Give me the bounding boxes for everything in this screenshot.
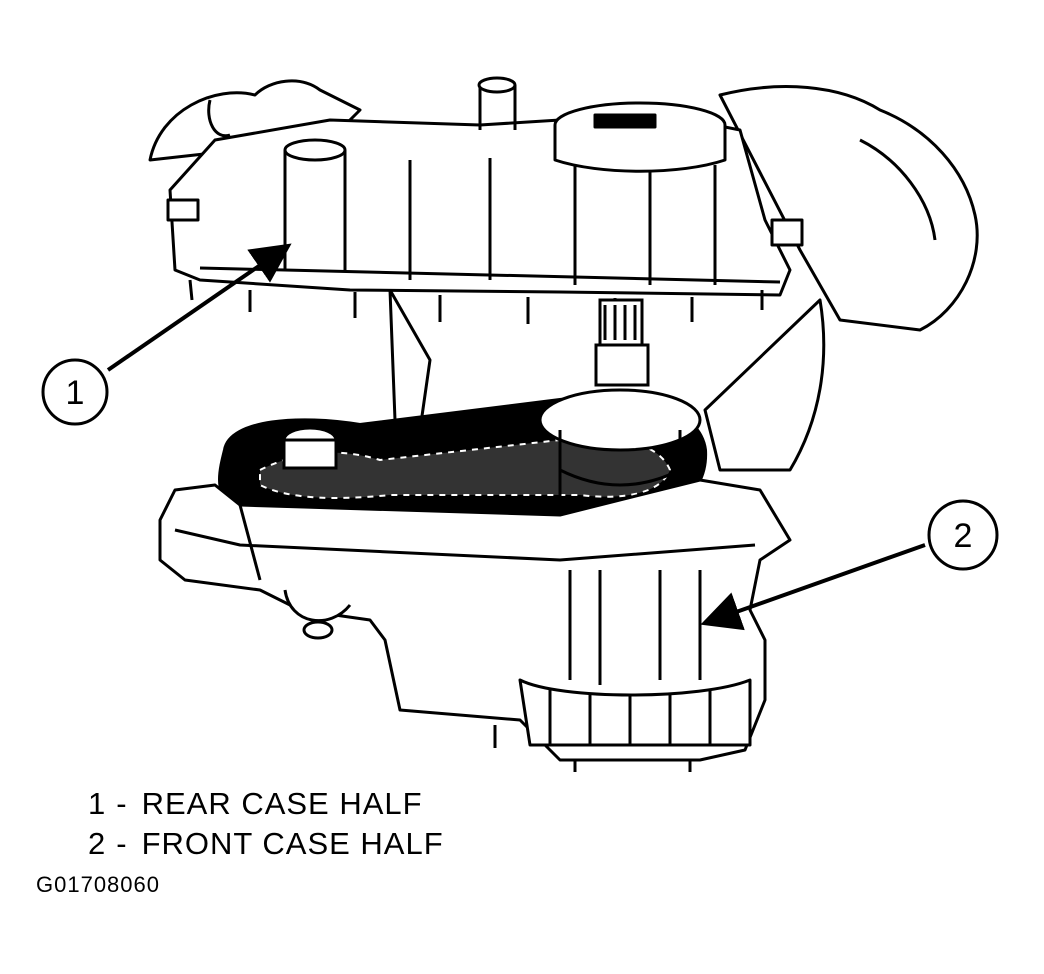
callout-2-number: 2 (954, 517, 973, 555)
callout-1-number: 1 (66, 374, 85, 412)
legend-item-2-label: FRONT CASE HALF (141, 826, 444, 861)
callout-2: 2 (927, 499, 999, 571)
legend-item-2-number: 2 (88, 826, 107, 861)
legend-item-1-label: REAR CASE HALF (141, 786, 423, 821)
output-shaft (594, 298, 650, 387)
legend-item-1-separator: - (116, 786, 128, 821)
leader-lines (106, 243, 926, 631)
leader-2 (700, 543, 926, 631)
legend-item-1: 1 - REAR CASE HALF (88, 784, 444, 824)
legend: 1 - REAR CASE HALF 2 - FRONT CASE HALF (88, 784, 444, 864)
leader-1 (106, 243, 292, 372)
figure-id: G01708060 (36, 872, 160, 897)
legend-item-2-separator: - (116, 826, 128, 861)
legend-item-1-number: 1 (88, 786, 107, 821)
callout-1: 1 (41, 358, 109, 426)
rear-case-half (166, 76, 804, 324)
front-case-half (158, 478, 792, 772)
legend-item-2: 2 - FRONT CASE HALF (88, 824, 444, 864)
